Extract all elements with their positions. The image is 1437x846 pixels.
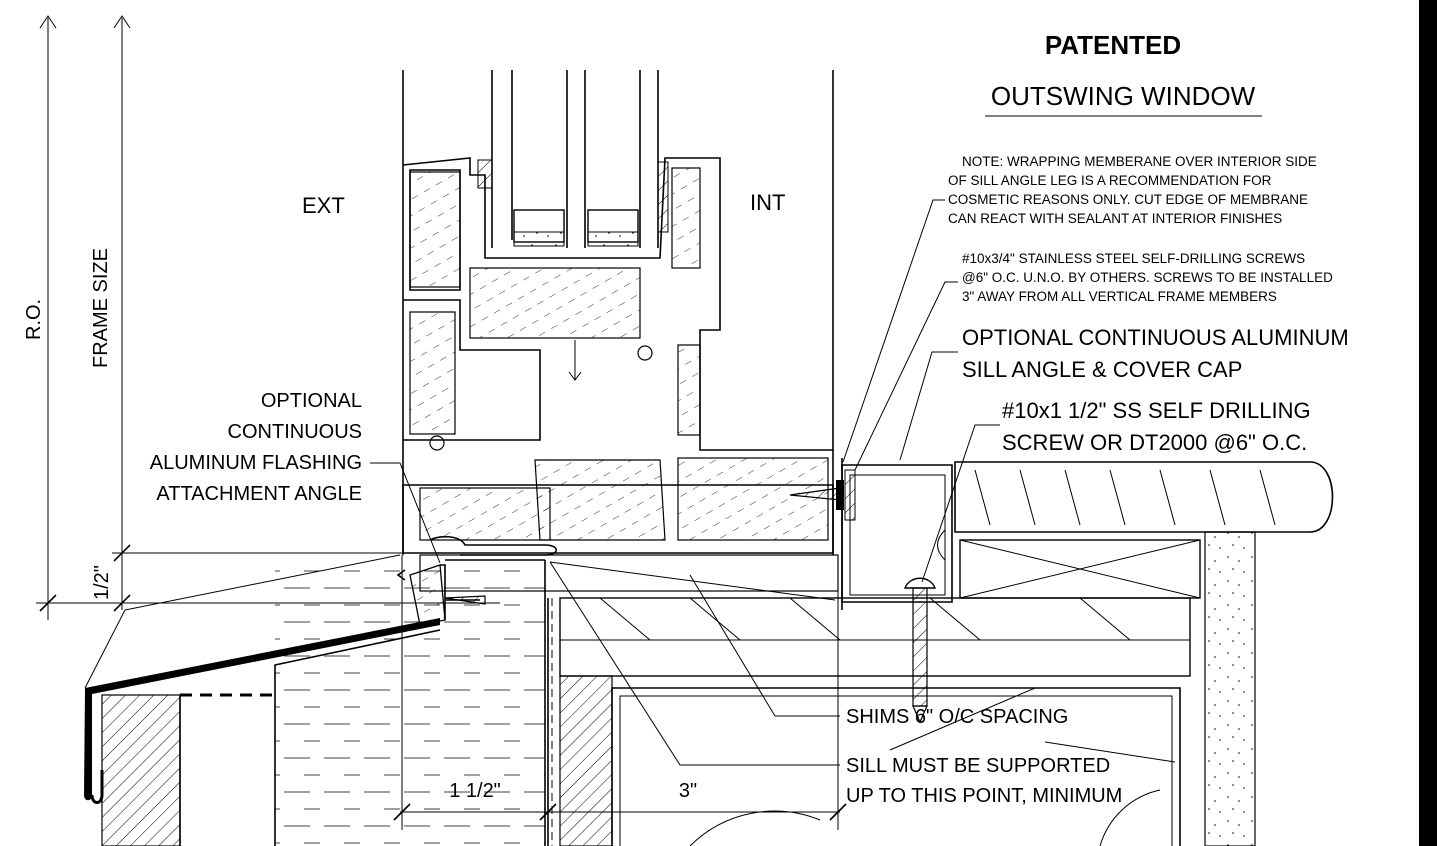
frame-size-dimension (112, 15, 420, 612)
window-frame-profile (402, 70, 834, 555)
screws-small-note-line-2: @6" O.C. U.N.O. BY OTHERS. SCREWS TO BE … (962, 270, 1333, 285)
support-note-line-2: UP TO THIS POINT, MINIMUM (846, 785, 1122, 807)
dim-one-half-inch: 1 1/2" (449, 780, 501, 802)
subtitle: OUTSWING WINDOW (991, 81, 1256, 111)
half-inch-label: 1/2" (91, 565, 113, 600)
bottom-dimension (393, 555, 847, 830)
screw-small (789, 480, 844, 510)
right-edge-bar (1419, 0, 1437, 846)
sill-angle-note-line-2: SILL ANGLE & COVER CAP (962, 357, 1242, 382)
exterior-wall (101, 559, 546, 846)
ext-label: EXT (302, 193, 345, 218)
flashing-note-line-1: OPTIONAL (261, 390, 362, 412)
shims-note: SHIMS 6" O/C SPACING (846, 706, 1068, 728)
screw-large-note-line-2: SCREW OR DT2000 @6" O.C. (1002, 430, 1307, 455)
support-note-line-1: SILL MUST BE SUPPORTED (846, 755, 1110, 777)
title: PATENTED (1045, 30, 1181, 60)
rough-opening-framing (547, 597, 1191, 846)
flashing-screw (444, 595, 486, 605)
sill-angle-note-line-1: OPTIONAL CONTINUOUS ALUMINUM (962, 325, 1349, 350)
sill-angle-cover-cap (841, 458, 953, 610)
thermal-break-hatches (409, 167, 829, 541)
screw-large-note-line-1: #10x1 1/2" SS SELF DRILLING (1002, 398, 1311, 423)
ro-label: R.O. (23, 299, 45, 340)
dim-three-inch: 3" (679, 780, 697, 802)
interior-sill (954, 461, 1334, 846)
flashing-note-line-4: ATTACHMENT ANGLE (156, 483, 362, 505)
flashing-note-line-2: CONTINUOUS (228, 421, 362, 443)
screws-small-note-line-3: 3" AWAY FROM ALL VERTICAL FRAME MEMBERS (962, 289, 1277, 304)
frame-size-label: FRAME SIZE (90, 248, 112, 368)
screw-large (903, 577, 937, 724)
flashing-note-line-3: ALUMINUM FLASHING (150, 452, 362, 474)
membrane-note-line-4: CAN REACT WITH SEALANT AT INTERIOR FINIS… (948, 211, 1282, 226)
membrane-note-line-1: NOTE: WRAPPING MEMBERANE OVER INTERIOR S… (962, 154, 1317, 169)
leader-lines (370, 199, 1176, 766)
screws-small-note-line-1: #10x3/4" STAINLESS STEEL SELF-DRILLING S… (962, 251, 1305, 266)
membrane-note-line-2: OF SILL ANGLE LEG IS A RECOMMENDATION FO… (948, 173, 1272, 188)
int-label: INT (750, 190, 785, 215)
membrane-note-line-3: COSMETIC REASONS ONLY. CUT EDGE OF MEMBR… (948, 192, 1308, 207)
